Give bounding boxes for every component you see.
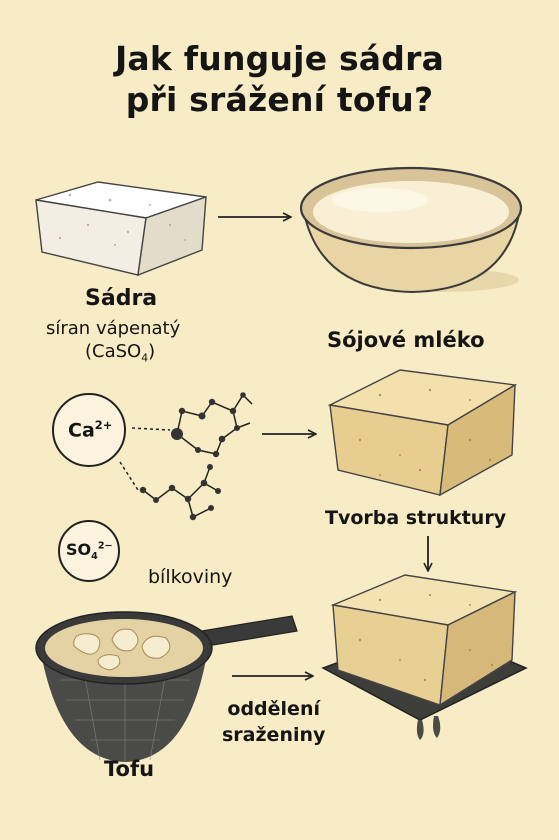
strainer-icon [35, 611, 298, 762]
title-line-2: při srážení tofu? [125, 80, 434, 119]
calcium-ion-icon [52, 393, 126, 467]
calcium-symbol: Ca [68, 419, 95, 442]
sulfate-charge: 2− [97, 540, 113, 552]
tofu-label: Tofu [104, 757, 155, 781]
sulfate-subscript: 4 [91, 551, 98, 563]
tofu-block-icon [327, 369, 518, 497]
separation-line-1: oddělení [227, 698, 320, 720]
gypsum-formula: (CaSO4) [85, 341, 155, 365]
sulfate-ion-icon [58, 520, 120, 582]
calcium-charge: 2+ [94, 418, 113, 432]
formula-main: (CaSO [85, 341, 142, 362]
structure-label: Tvorba struktury [325, 507, 507, 529]
gypsum-block-icon [35, 181, 207, 277]
proteins-label: bílkoviny [148, 566, 233, 588]
page-title: Jak funguje sádra při srážení tofu? [0, 38, 559, 120]
sulfate-symbol: SO [66, 540, 92, 559]
soy-milk-bowl-icon [299, 166, 523, 294]
separation-label: oddělení sraženiny [222, 696, 325, 748]
soy-milk-label: Sójové mléko [327, 328, 485, 352]
title-line-1: Jak funguje sádra [114, 39, 445, 78]
sulfate-ion-label: SO42− [66, 540, 113, 562]
formula-end: ) [148, 341, 156, 362]
separation-line-2: sraženiny [222, 724, 326, 746]
protein-molecule-icon [119, 392, 253, 521]
calcium-ion-label: Ca2+ [68, 418, 112, 441]
formula-subscript: 4 [141, 351, 149, 365]
gypsum-name: Sádra [85, 286, 158, 311]
gypsum-description: síran vápenatý [46, 318, 181, 339]
tofu-on-tray-icon [321, 574, 528, 740]
